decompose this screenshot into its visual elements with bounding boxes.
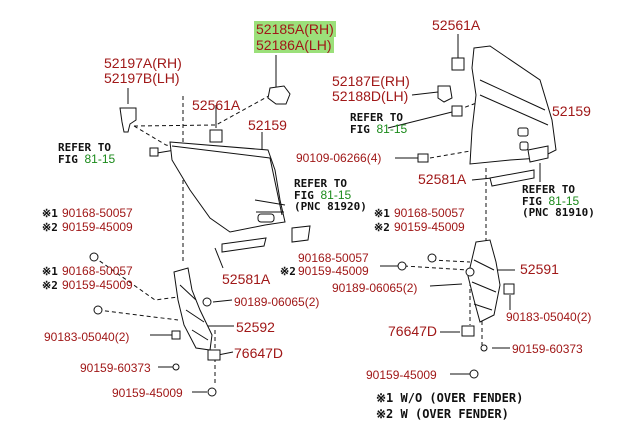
mud-strip-right — [489, 169, 535, 187]
bracket-52185a — [267, 85, 291, 105]
callout-90189-left[interactable]: 90189-06065(2) — [234, 295, 320, 309]
callout-52591[interactable]: 52591 — [520, 261, 559, 277]
mudguard-52591 — [467, 239, 501, 323]
callout-52592[interactable]: 52592 — [236, 319, 275, 335]
callout-52197a[interactable]: 52197A(RH) — [104, 55, 182, 71]
nut-52561a-right — [451, 57, 465, 71]
mark-1: ※1 — [42, 265, 58, 278]
callout-76647d-right[interactable]: 76647D — [388, 323, 438, 339]
callout-52561a-left[interactable]: 52561A — [192, 97, 241, 113]
callout-52581a-left[interactable]: 52581A — [222, 271, 271, 287]
mark-2: ※2 — [42, 279, 58, 292]
callout-52186a[interactable]: 52186A(LH) — [254, 37, 334, 53]
callout-90183-right[interactable]: 90183-05040(2) — [506, 310, 592, 324]
leader-line — [429, 283, 463, 287]
callout-90159-60373-left[interactable]: 90159-60373 — [80, 361, 151, 375]
mark-2: ※2 — [280, 265, 296, 278]
callout-76647d-left[interactable]: 76647D — [234, 345, 284, 361]
callout-90159-45009-right[interactable]: 90159-45009 — [366, 368, 437, 382]
callout-90159-b[interactable]: 90159-45009 — [62, 278, 133, 292]
callout-90159-d[interactable]: 90159-45009 — [298, 264, 369, 278]
leader-line — [471, 177, 493, 181]
clip-52197a — [119, 107, 137, 133]
dashed-leader — [93, 256, 179, 301]
mark-2: ※2 — [42, 221, 58, 234]
mark-2: ※2 — [374, 221, 390, 234]
callout-90159-c[interactable]: 90159-45009 — [394, 220, 465, 234]
callout-90168-c[interactable]: 90168-50057 — [394, 206, 465, 220]
leader-line — [212, 299, 233, 303]
leader-line — [387, 111, 453, 129]
dashed-leader — [133, 91, 277, 127]
dashed-leader — [431, 259, 471, 263]
callout-90109[interactable]: 90109-06266(4) — [296, 151, 382, 165]
callout-52188d[interactable]: 52188D(LH) — [332, 88, 409, 104]
leader-line — [411, 91, 439, 96]
refer-to-fig-2[interactable]: REFER TO FIG 81-15 (PNC 81920) — [294, 177, 367, 213]
callout-90168-b[interactable]: 90168-50057 — [62, 264, 133, 278]
callout-52159-right[interactable]: 52159 — [552, 103, 591, 119]
callout-90159-a[interactable]: 90159-45009 — [62, 220, 133, 234]
callout-90159-45009-bottom[interactable]: 90159-45009 — [112, 386, 183, 400]
refer-to-fig-3[interactable]: REFER TO FIG 81-15 — [350, 111, 408, 136]
callout-90168-a[interactable]: 90168-50057 — [62, 206, 133, 220]
callout-52187e[interactable]: 52187E(RH) — [332, 73, 410, 89]
bumper-extension-left — [169, 141, 286, 233]
dashed-leader — [429, 149, 477, 159]
bumper-extension-right — [469, 45, 557, 165]
callout-52159-left[interactable]: 52159 — [248, 117, 287, 133]
mud-strip-left — [221, 237, 267, 253]
legend-row-2: ※2 W (OVER FENDER) — [376, 407, 509, 421]
callout-52197b[interactable]: 52197B(LH) — [104, 70, 180, 86]
legend-row-1: ※1 W/O (OVER FENDER) — [376, 391, 524, 405]
callout-90168-d[interactable]: 90168-50057 — [298, 251, 369, 265]
refer-to-fig-4[interactable]: REFER TO FIG 81-15 (PNC 81910) — [522, 183, 595, 219]
callout-90189-right[interactable]: 90189-06065(2) — [332, 281, 418, 295]
callout-90183-left[interactable]: 90183-05040(2) — [44, 330, 130, 344]
nut-52561a-left — [209, 129, 223, 143]
callout-52185a[interactable]: 52185A(RH) — [254, 21, 336, 37]
callout-52581a-right[interactable]: 52581A — [418, 171, 467, 187]
mark-1: ※1 — [374, 207, 390, 220]
refer-to-fig-1[interactable]: REFER TO FIG 81-15 — [58, 141, 116, 166]
callout-90159-60373-right[interactable]: 90159-60373 — [512, 342, 583, 356]
mark-1: ※1 — [42, 207, 58, 220]
leader-line — [214, 247, 224, 269]
dashed-leader — [403, 265, 469, 271]
dashed-leader — [133, 125, 265, 169]
dashed-leader — [97, 309, 179, 321]
callout-52561a-right[interactable]: 52561A — [432, 17, 481, 33]
